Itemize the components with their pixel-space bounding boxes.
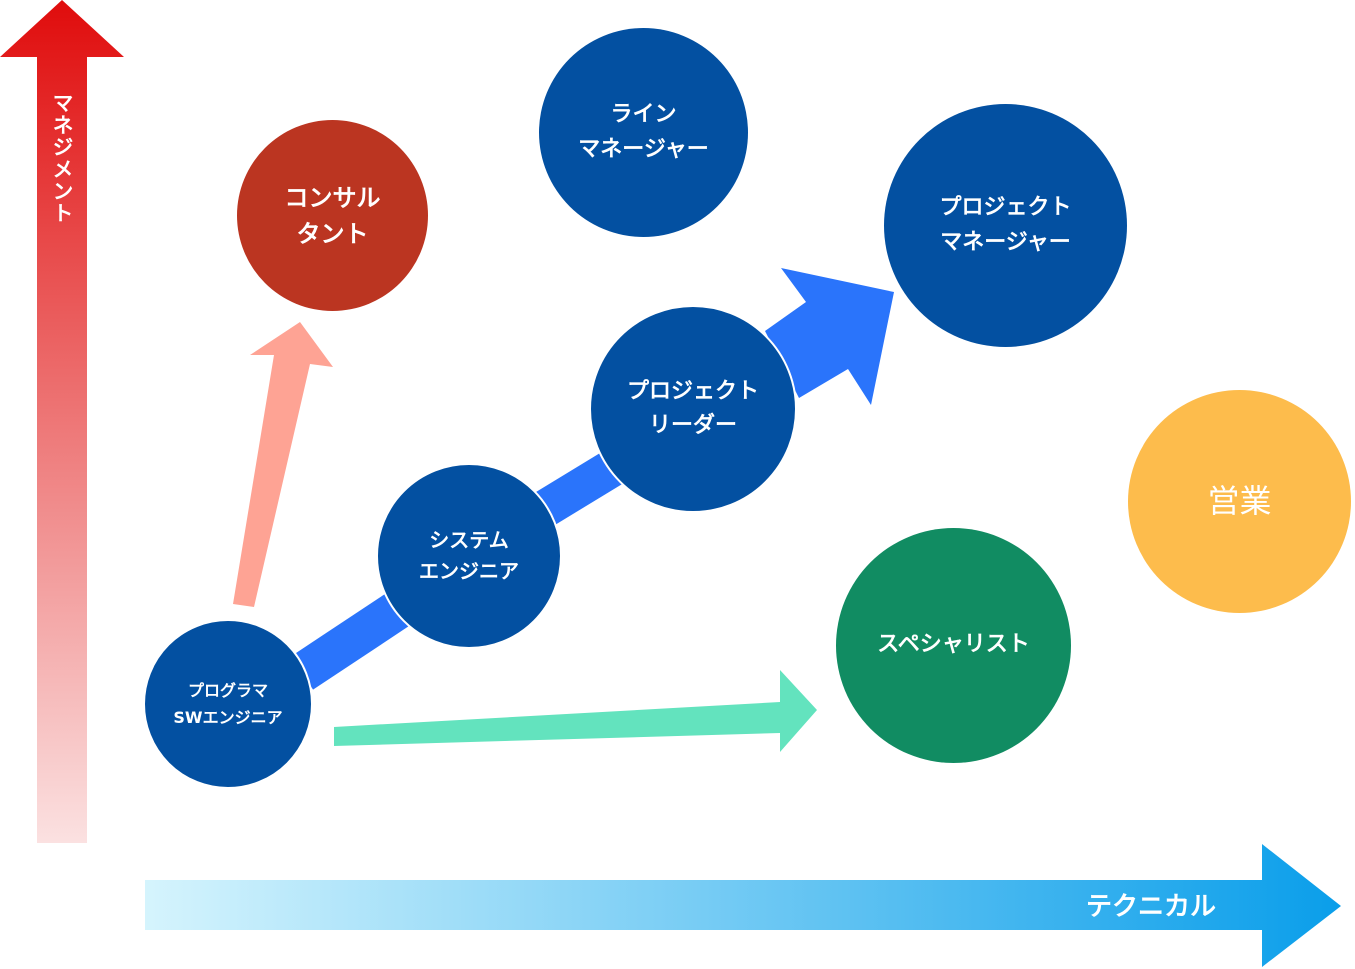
node-project-manager: プロジェクト マネージャー bbox=[884, 104, 1127, 347]
node-line-manager-line1: ライン bbox=[610, 102, 677, 128]
node-system-engineer-line1: システム bbox=[429, 528, 509, 552]
node-project-leader: プロジェクト リーダー bbox=[589, 305, 797, 513]
node-programmer-line2: SWエンジニア bbox=[173, 708, 283, 727]
node-programmer-line1: プログラマ bbox=[187, 680, 268, 700]
node-consultant-line2: タント bbox=[296, 219, 369, 248]
node-line-manager: ライン マネージャー bbox=[539, 28, 748, 237]
path-leader-to-pm-arrow bbox=[765, 268, 894, 405]
node-sales: 営業 bbox=[1128, 390, 1351, 613]
node-specialist: スペシャリスト bbox=[836, 528, 1071, 763]
technical-axis-label: テクニカル bbox=[1086, 892, 1217, 922]
technical-axis-arrow bbox=[145, 844, 1341, 967]
node-consultant-line1: コンサル bbox=[284, 183, 381, 212]
node-project-leader-line1: プロジェクト bbox=[626, 378, 759, 404]
path-to-consultant-arrow bbox=[233, 322, 333, 607]
node-programmer: プログラマ SWエンジニア bbox=[143, 619, 313, 789]
management-axis-arrow bbox=[0, 0, 124, 843]
node-specialist-line1: スペシャリスト bbox=[877, 632, 1030, 658]
node-project-leader-line2: リーダー bbox=[648, 413, 737, 438]
node-project-manager-line2: マネージャー bbox=[940, 229, 1071, 255]
node-consultant: コンサル タント bbox=[237, 120, 428, 311]
management-axis-label: マネジメント bbox=[50, 92, 74, 224]
node-system-engineer: システム エンジニア bbox=[376, 463, 562, 649]
node-sales-line1: 営業 bbox=[1207, 481, 1272, 520]
node-line-manager-line2: マネージャー bbox=[578, 136, 709, 162]
path-programmer-to-system bbox=[290, 591, 412, 690]
node-project-manager-line1: プロジェクト bbox=[939, 195, 1072, 221]
path-system-to-leader bbox=[533, 451, 622, 527]
node-system-engineer-line2: エンジニア bbox=[419, 559, 519, 583]
path-to-specialist-arrow bbox=[334, 670, 817, 752]
